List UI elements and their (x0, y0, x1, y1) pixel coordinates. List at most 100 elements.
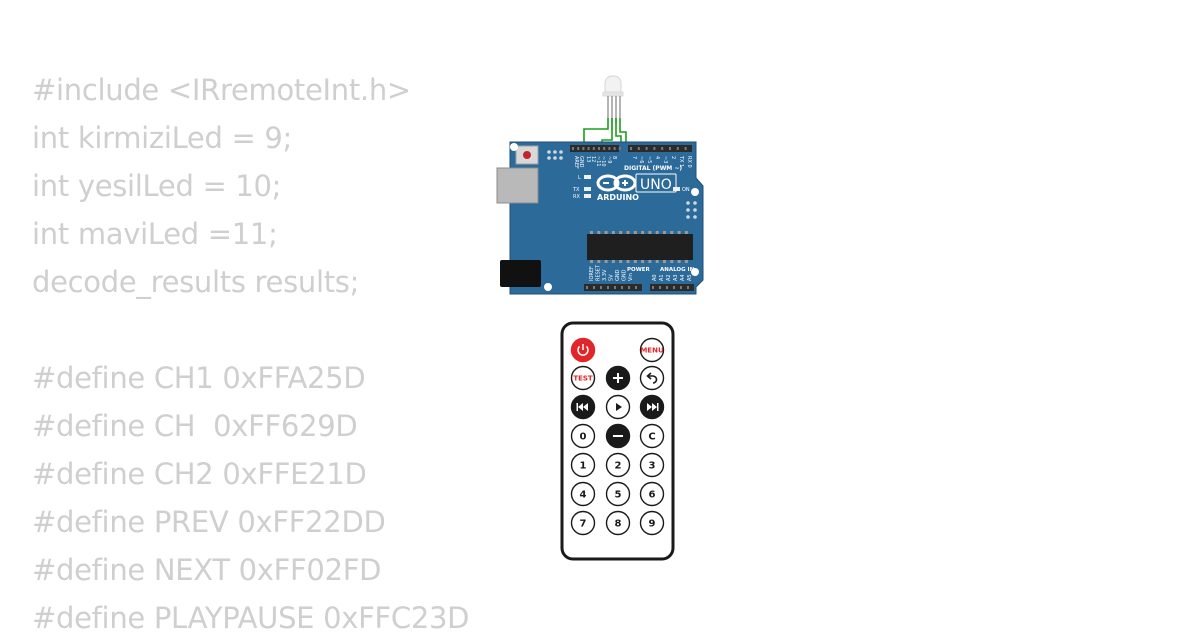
code-line: #define PLAYPAUSE 0xFFC23D (32, 601, 470, 635)
digital-label: DIGITAL (PWM ~) (624, 165, 682, 172)
arduino-logo (596, 174, 637, 192)
pin-label: 7 (631, 156, 637, 159)
fast-forward-icon (647, 403, 659, 411)
pin-label: ~3 (662, 156, 668, 163)
remote-button-c[interactable]: C (639, 423, 665, 449)
brand-label: ARDUINO (597, 193, 639, 202)
pin-label: GND (622, 269, 628, 281)
reset-button-cap (523, 151, 531, 159)
code-line: #define CH2 0xFFE21D (32, 457, 367, 491)
rx-label: RX (573, 194, 580, 200)
pin-label: ~5 (646, 156, 652, 163)
ir-remote[interactable]: MENU TEST 0 C 1 2 3 4 5 6 7 8 9 (560, 321, 675, 561)
remote-button-2[interactable]: 2 (605, 452, 631, 478)
tx-label: TX (572, 187, 580, 193)
remote-button-9[interactable]: 9 (639, 510, 665, 536)
pin-label: A3 (673, 274, 679, 281)
remote-button-label: C (648, 432, 655, 443)
remote-button-6[interactable]: 6 (639, 481, 665, 507)
remote-button-label: 7 (580, 519, 587, 530)
plus-icon (613, 373, 623, 383)
power-jack (500, 260, 541, 287)
remote-button-label: MENU (640, 347, 664, 355)
pin-label: GND (615, 269, 621, 281)
remote-button-1[interactable]: 1 (570, 452, 596, 478)
remote-button-test[interactable]: TEST (570, 365, 596, 391)
pin-label: 4 (654, 156, 660, 159)
remote-play-button[interactable] (605, 394, 631, 420)
remote-back-button[interactable] (639, 365, 665, 391)
model-label: UNO (640, 177, 672, 193)
pin-label: RESET (596, 264, 602, 281)
pin-label: 5V (609, 274, 615, 281)
on-label: ON (682, 187, 690, 193)
remote-button-label: 2 (615, 461, 622, 472)
remote-button-label: 6 (649, 490, 656, 501)
pin-label: RX 0 (686, 156, 692, 168)
code-line: int kirmiziLed = 9; (32, 121, 293, 155)
analog-label: ANALOG IN (660, 267, 695, 273)
code-line: #define CH 0xFF629D (32, 409, 358, 443)
remote-rewind-button[interactable] (570, 394, 596, 420)
remote-button-label: 4 (580, 490, 587, 501)
pin-label: 2 (670, 156, 676, 159)
usb-port (496, 167, 539, 204)
remote-power-button[interactable] (570, 337, 596, 363)
code-line: #define CH1 0xFFA25D (32, 361, 366, 395)
remote-button-label: 5 (615, 490, 622, 501)
power-header (584, 284, 642, 291)
remote-button-label: 1 (580, 461, 587, 472)
digital-header-right (628, 145, 692, 152)
pin-label: A0 (652, 274, 658, 281)
analog-header (650, 284, 694, 291)
remote-button-label: 0 (580, 432, 587, 443)
play-icon (616, 403, 622, 411)
code-line: int yesilLed = 10; (32, 169, 282, 203)
pin-label: GND (578, 156, 584, 168)
power-label: POWER (627, 267, 651, 273)
remote-button-label: 8 (615, 519, 622, 530)
pin-label: 8 (611, 156, 617, 159)
pin-label: 12 (590, 156, 596, 162)
code-line: decode_results results; (32, 265, 360, 299)
pin-label: Vin (628, 273, 634, 281)
pin-label: A1 (659, 274, 665, 281)
code-editor[interactable]: #include <IRremoteInt.h> int kirmiziLed … (32, 66, 469, 642)
remote-button-3[interactable]: 3 (639, 452, 665, 478)
pin-label: A5 (687, 274, 693, 281)
pin-label: TX 1 (678, 155, 684, 167)
remote-button-5[interactable]: 5 (605, 481, 631, 507)
pin-label: A2 (666, 274, 672, 281)
l-label: L (578, 175, 581, 181)
remote-button-label: TEST (573, 375, 593, 383)
pin-label: ~9 (606, 156, 612, 163)
remote-button-0[interactable]: 0 (570, 423, 596, 449)
remote-button-label: 3 (649, 461, 656, 472)
pin-label: 13 (585, 156, 591, 162)
remote-button-7[interactable]: 7 (570, 510, 596, 536)
remote-button-menu[interactable]: MENU (639, 337, 665, 363)
remote-plus-button[interactable] (605, 365, 631, 391)
code-line: int maviLed =11; (32, 217, 278, 251)
pin-label: ~6 (638, 156, 644, 163)
remote-button-8[interactable]: 8 (605, 510, 631, 536)
pin-label: ~10 (600, 156, 606, 167)
pin-label: A4 (680, 274, 686, 281)
remote-fast-forward-button[interactable] (639, 394, 665, 420)
pin-label: IOREF (589, 266, 595, 281)
remote-button-label: 9 (649, 519, 656, 530)
pin-label: ~11 (595, 156, 601, 167)
rewind-icon (576, 403, 588, 411)
code-line: #include <IRremoteInt.h> (32, 73, 411, 107)
pin-label: AREF (573, 156, 579, 169)
atmega-chip (587, 231, 693, 263)
code-line: #define PREV 0xFF22DD (32, 505, 386, 539)
remote-button-4[interactable]: 4 (570, 481, 596, 507)
pin-label: 3.3V (602, 269, 608, 281)
remote-minus-button[interactable] (605, 423, 631, 449)
back-icon (646, 372, 658, 384)
